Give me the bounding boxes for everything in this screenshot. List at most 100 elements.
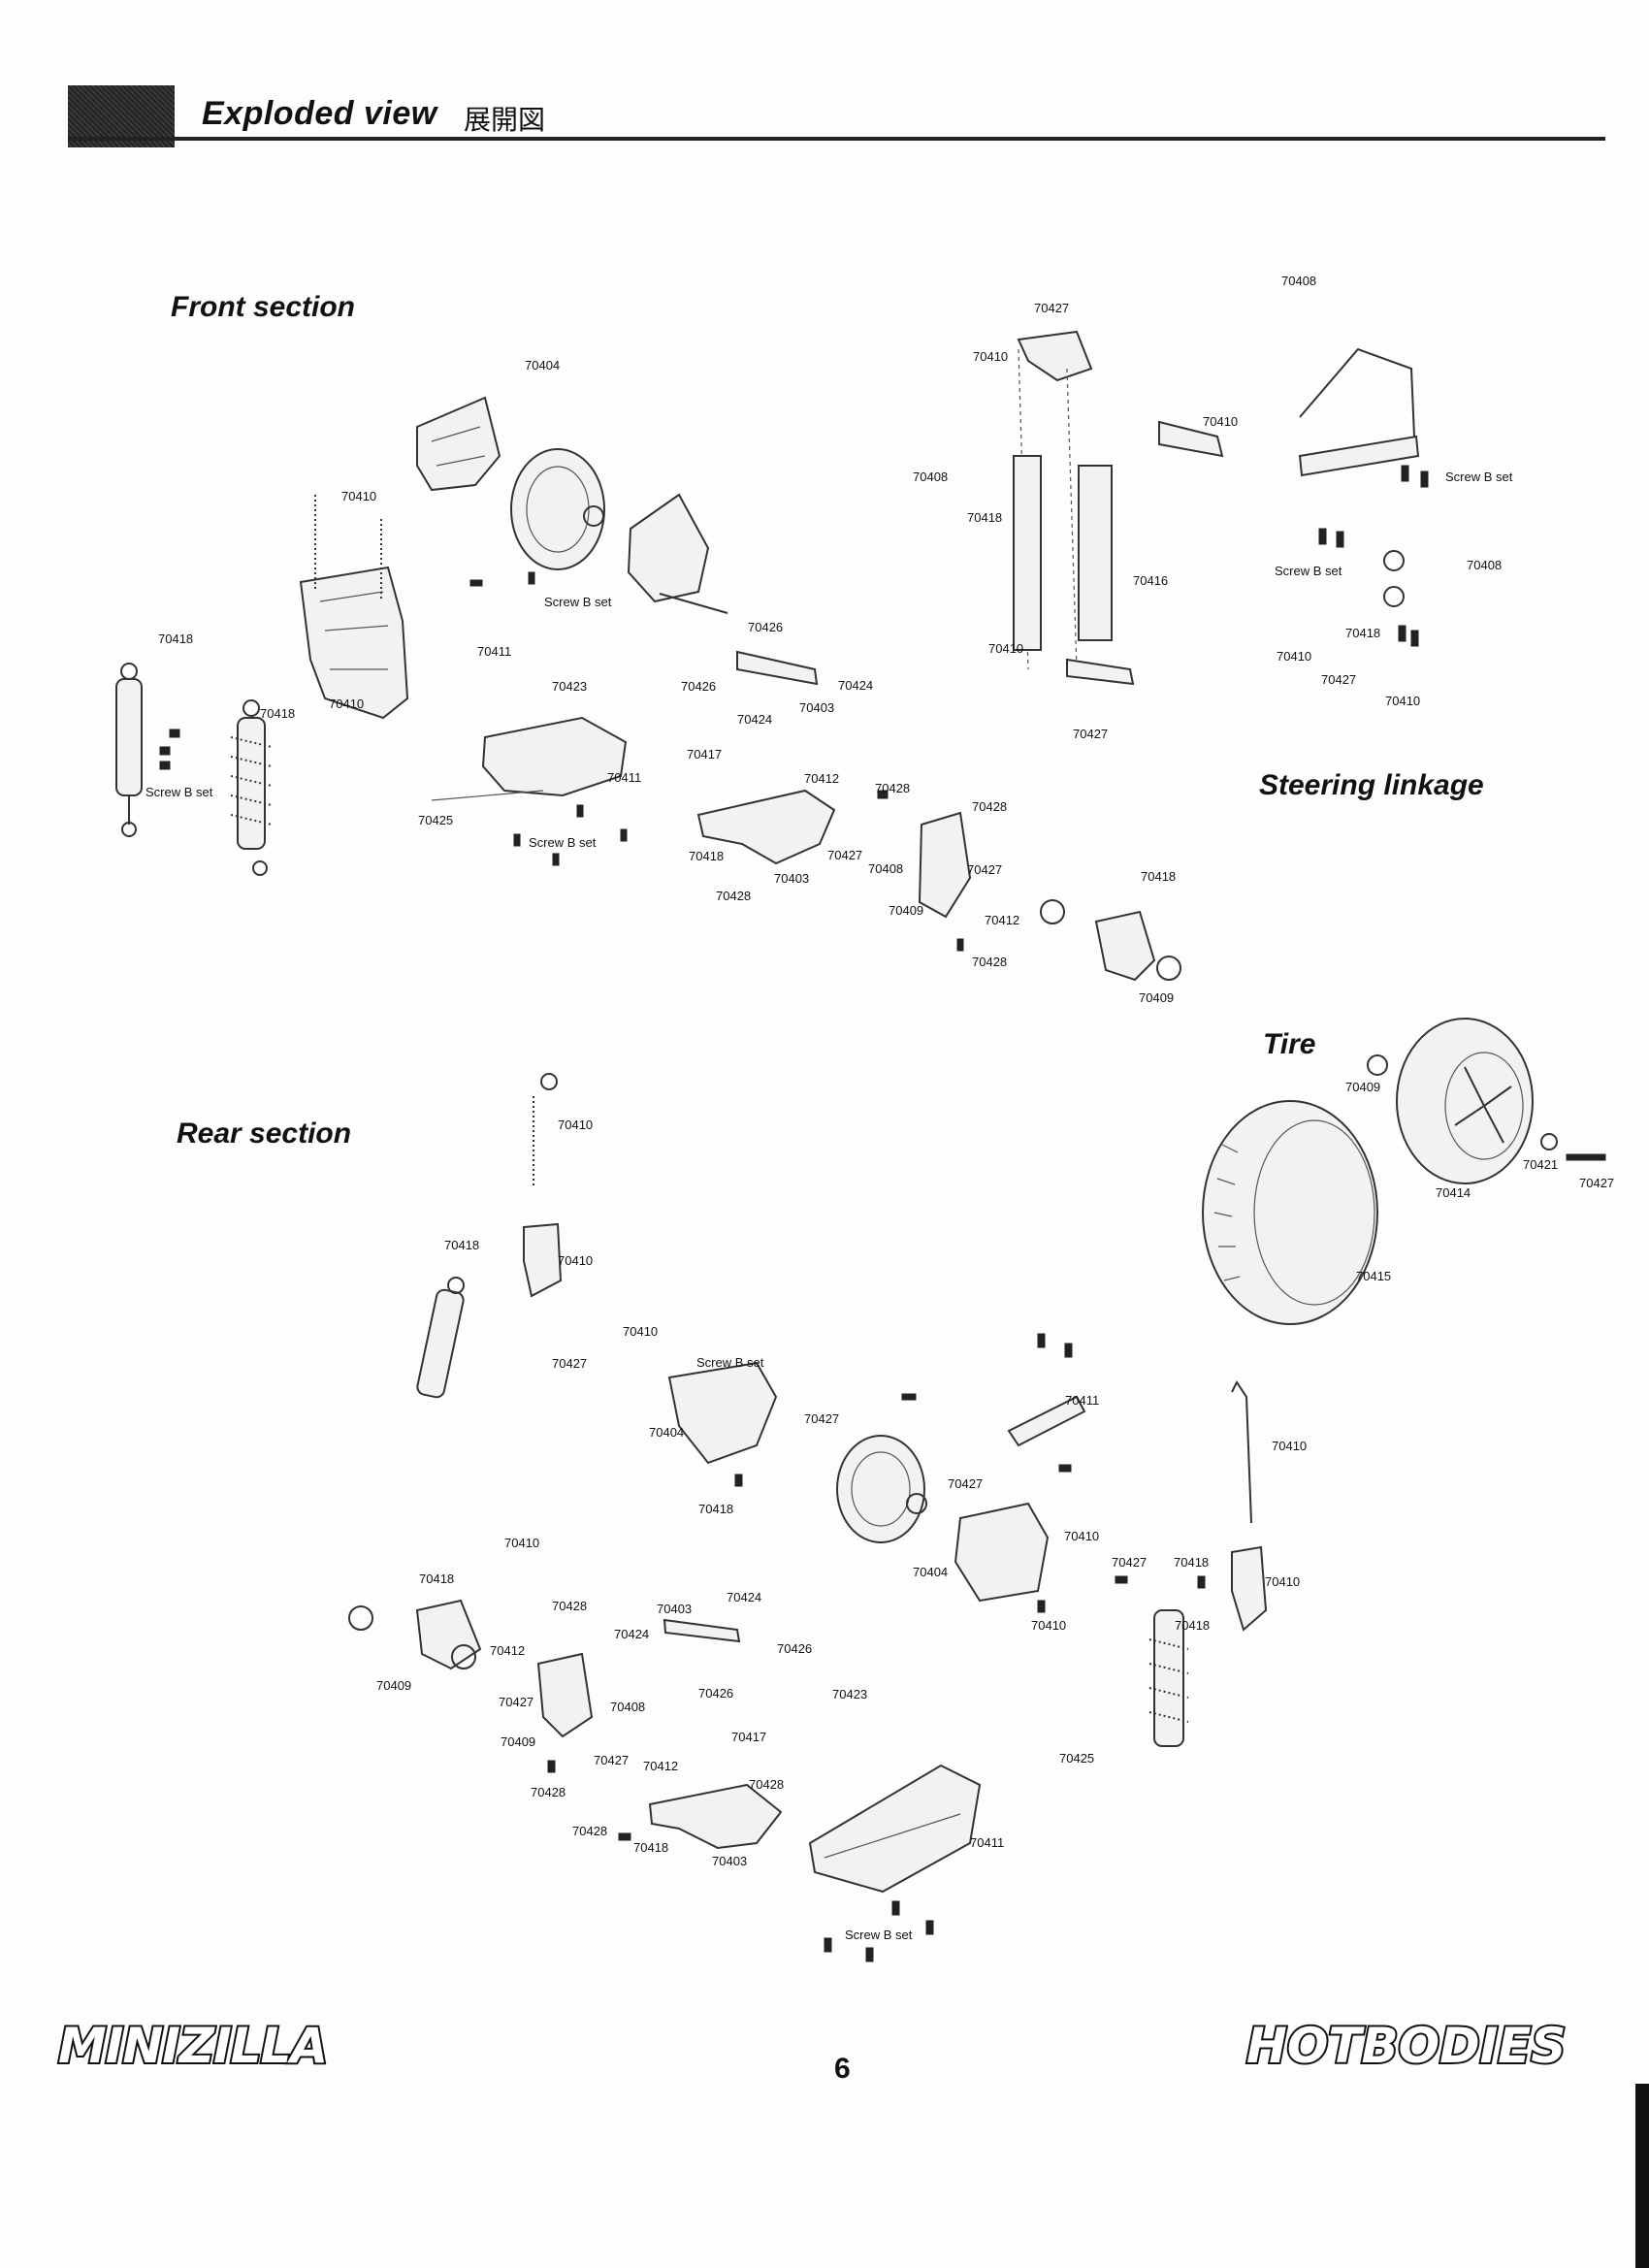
part-label: 70412: [643, 1759, 679, 1773]
part-label: 70403: [657, 1602, 693, 1616]
part-label: 70410: [1203, 414, 1239, 429]
part-label: 70411: [1065, 1393, 1100, 1408]
part-label: 70424: [614, 1627, 650, 1641]
part-label: 70428: [572, 1824, 608, 1838]
part-label: 70427: [594, 1753, 630, 1767]
part-label: 70412: [804, 771, 840, 786]
part-label: 70404: [649, 1425, 685, 1440]
front-steering-knuckle: [918, 811, 972, 919]
part-label: 70410: [1064, 1529, 1100, 1543]
part-label: 70409: [889, 903, 924, 918]
rear-section-title: Rear section: [177, 1118, 352, 1150]
page-number: 6: [834, 2053, 851, 2085]
part-label: 70415: [1356, 1269, 1392, 1283]
part-label: 70427: [1073, 727, 1109, 741]
part-label: 70410: [341, 489, 377, 503]
part-label: 70417: [687, 747, 723, 761]
rear-upper-shock-spring: [533, 1073, 558, 1188]
part-label: 70426: [748, 620, 784, 634]
part-label: 70408: [868, 861, 904, 876]
front-shock-right: [230, 699, 273, 876]
part-label: Screw B set: [696, 1355, 764, 1370]
steering-arm-top: [1017, 330, 1093, 382]
part-label: 70408: [610, 1700, 646, 1714]
part-label: 70426: [777, 1641, 813, 1656]
part-label: Screw B set: [845, 1928, 913, 1942]
front-gearbox-right-half: [627, 493, 728, 614]
part-label: 70418: [444, 1238, 480, 1252]
part-label: 70418: [967, 510, 1003, 525]
part-label: Screw B set: [146, 785, 213, 799]
rear-skid-plate: [808, 1764, 982, 1894]
part-label: 70404: [525, 358, 561, 373]
tire-title: Tire: [1263, 1028, 1316, 1060]
part-label: 70428: [531, 1785, 566, 1799]
part-label: 70428: [749, 1777, 785, 1792]
part-label: 70427: [1579, 1176, 1615, 1190]
part-label: 70427: [804, 1411, 840, 1426]
steering-posts: [1013, 348, 1113, 670]
part-label: 70410: [1272, 1439, 1308, 1453]
front-gearbox-left-half: [416, 396, 501, 492]
part-label: 70408: [1281, 274, 1317, 288]
part-label: 70427: [967, 862, 1003, 877]
part-label: Screw B set: [544, 595, 612, 609]
part-label: 70416: [1133, 573, 1169, 588]
part-label: 70427: [552, 1356, 588, 1371]
rear-gearbox-left: [667, 1361, 778, 1465]
rear-shock-left: [416, 1277, 465, 1399]
part-label: 70414: [1436, 1185, 1471, 1200]
part-label: 70403: [712, 1854, 748, 1868]
part-label: 70409: [1139, 990, 1175, 1005]
part-label: Screw B set: [529, 835, 597, 850]
front-hub-carrier: [1040, 899, 1181, 982]
rear-hub-carrier: [348, 1599, 482, 1670]
part-label: 70403: [799, 700, 835, 715]
steering-rack: [1298, 347, 1429, 647]
part-label: 70418: [1175, 1618, 1211, 1633]
rear-upper-shock-tower: [523, 1222, 563, 1298]
part-label: 70410: [1385, 694, 1421, 708]
part-label: 70418: [1174, 1555, 1210, 1570]
rear-upper-link: [663, 1395, 1086, 1643]
part-label: 70428: [875, 781, 911, 795]
part-label: 70410: [623, 1324, 659, 1339]
part-label: 70428: [972, 955, 1008, 969]
part-label: 70411: [970, 1835, 1005, 1850]
minizilla-logo: MINIZILLA: [56, 2016, 330, 2076]
part-label: 70409: [1345, 1080, 1381, 1094]
part-label: 70410: [973, 349, 1009, 364]
front-small-screws: [159, 571, 964, 952]
part-label: Screw B set: [1275, 564, 1342, 578]
rear-lower-arm: [648, 1783, 783, 1850]
part-label: 70410: [504, 1536, 540, 1550]
part-label: 70412: [985, 913, 1020, 927]
rear-gearbox-right: [954, 1502, 1050, 1603]
part-label: 70404: [913, 1565, 949, 1579]
part-label: 70424: [727, 1590, 762, 1604]
part-label: 70425: [418, 813, 454, 827]
front-lower-arm: [696, 789, 836, 865]
front-shock-left: [115, 663, 143, 837]
part-label: 70410: [329, 697, 365, 711]
part-label: 70418: [419, 1571, 455, 1586]
rear-small-screws: [547, 1333, 1206, 1962]
steering-linkage-title: Steering linkage: [1259, 769, 1484, 801]
part-label: 70427: [827, 848, 863, 862]
part-label: 70418: [633, 1840, 669, 1855]
part-label: 70412: [490, 1643, 526, 1658]
part-label: 70427: [499, 1695, 534, 1709]
front-differential: [510, 448, 605, 570]
header-rule: [68, 137, 1605, 141]
part-label: 70408: [1467, 558, 1503, 572]
part-label: 70410: [1031, 1618, 1067, 1633]
part-label: 70421: [1523, 1157, 1559, 1172]
part-label: 70410: [1277, 649, 1312, 664]
part-label: 70410: [558, 1253, 594, 1268]
page-title-japanese: 展開図: [464, 104, 546, 136]
part-label: 70423: [832, 1687, 868, 1701]
part-label: 70418: [1141, 869, 1177, 884]
part-label: 70409: [376, 1678, 412, 1693]
